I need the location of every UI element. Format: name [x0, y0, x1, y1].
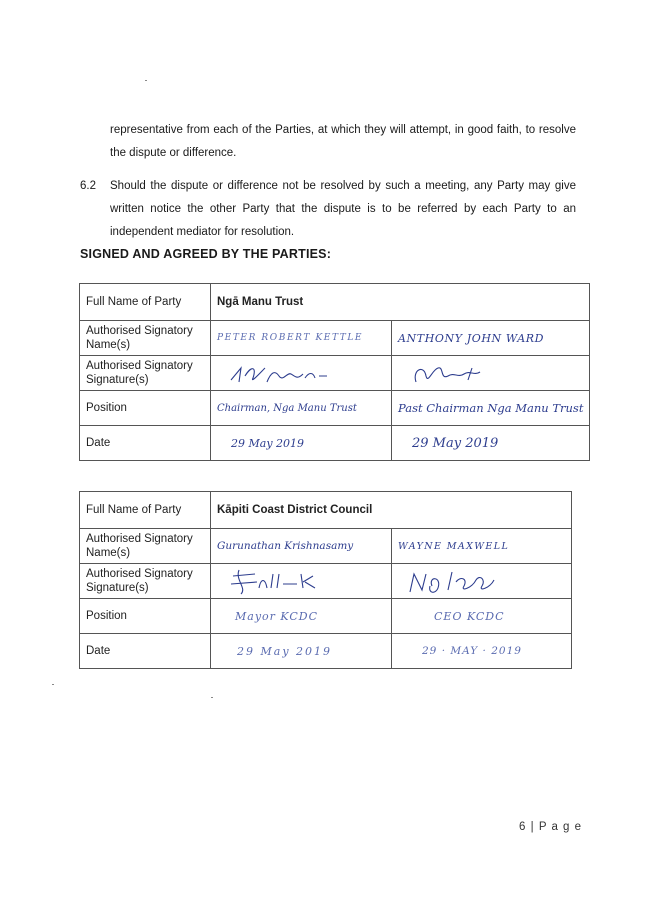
signature-cell [391, 563, 572, 599]
signatory-position-1: Chairman, Nga Manu Trust [217, 402, 357, 414]
signatory-name-2: WAYNE MAXWELL [398, 540, 510, 552]
scan-speck [145, 80, 147, 81]
scan-speck [52, 684, 54, 685]
page-label: P a g e [538, 821, 583, 833]
signature-cell [210, 563, 392, 599]
row-label-party: Full Name of Party [79, 283, 211, 321]
date-cell: 29 May 2019 [390, 425, 591, 461]
row-label-date: Date [79, 425, 211, 461]
row-label-signatures: Authorised Signatory Signature(s) [79, 355, 211, 391]
signatory-position-2: CEO KCDC [434, 609, 505, 623]
date-cell: 29 · MAY · 2019 [391, 633, 572, 669]
clause-6-2-text: Should the dispute or difference not be … [110, 180, 576, 238]
signatory-name-cell: WAYNE MAXWELL [391, 528, 572, 564]
signatory-name-cell: PETER ROBERT KETTLE [210, 320, 392, 356]
position-cell: Chairman, Nga Manu Trust [210, 390, 392, 426]
handwritten-signature-1 [230, 569, 316, 595]
clause-6-1-continued: representative from each of the Parties,… [110, 124, 576, 159]
signature-cell [210, 355, 392, 391]
signing-date-1: 29 May 2019 [231, 436, 305, 450]
date-cell: 29 May 2019 [210, 633, 392, 669]
row-label-position: Position [79, 598, 211, 634]
position-cell: Mayor KCDC [210, 598, 392, 634]
signatory-name-2: ANTHONY JOHN WARD [398, 331, 545, 345]
position-cell: CEO KCDC [391, 598, 572, 634]
row-label-position: Position [79, 390, 211, 426]
signatory-name-1: PETER ROBERT KETTLE [217, 333, 364, 343]
footer-separator: | [530, 821, 535, 833]
signature-heading: SIGNED AND AGREED BY THE PARTIES: [80, 247, 332, 261]
handwritten-signature-1 [230, 366, 327, 383]
signature-table-nga-manu-trust: Full Name of Party Ngā Manu Trust Author… [79, 283, 591, 461]
signatory-name-cell: ANTHONY JOHN WARD [390, 320, 591, 356]
row-label-date: Date [79, 633, 211, 669]
signing-date-2: 29 · MAY · 2019 [422, 645, 522, 657]
handwritten-signature-2 [409, 571, 495, 593]
page-number: 6 [519, 821, 527, 833]
signatory-position-1: Mayor KCDC [235, 609, 318, 623]
handwritten-signature-2 [414, 367, 481, 383]
page-footer: 6 | P a g e [519, 821, 582, 833]
row-label-names: Authorised Signatory Name(s) [79, 528, 211, 564]
signature-cell [390, 355, 591, 391]
row-label-party: Full Name of Party [79, 491, 211, 529]
signatory-position-2: Past Chairman Nga Manu Trust [398, 401, 584, 415]
signatory-name-1: Gurunathan Krishnasamy [217, 540, 354, 552]
position-cell: Past Chairman Nga Manu Trust [390, 390, 591, 426]
scan-speck [211, 697, 213, 698]
signing-date-2: 29 May 2019 [412, 435, 499, 451]
party-name: Kāpiti Coast District Council [210, 491, 572, 529]
party-name: Ngā Manu Trust [209, 283, 591, 321]
clause-number: 6.2 [80, 180, 96, 192]
row-label-signatures: Authorised Signatory Signature(s) [79, 563, 211, 599]
signatory-name-cell: Gurunathan Krishnasamy [210, 528, 392, 564]
row-label-names: Authorised Signatory Name(s) [79, 320, 211, 356]
date-cell: 29 May 2019 [210, 425, 392, 461]
signature-table-kapiti-coast-district-council: Full Name of Party Kāpiti Coast District… [79, 491, 572, 669]
signing-date-1: 29 May 2019 [237, 644, 333, 658]
